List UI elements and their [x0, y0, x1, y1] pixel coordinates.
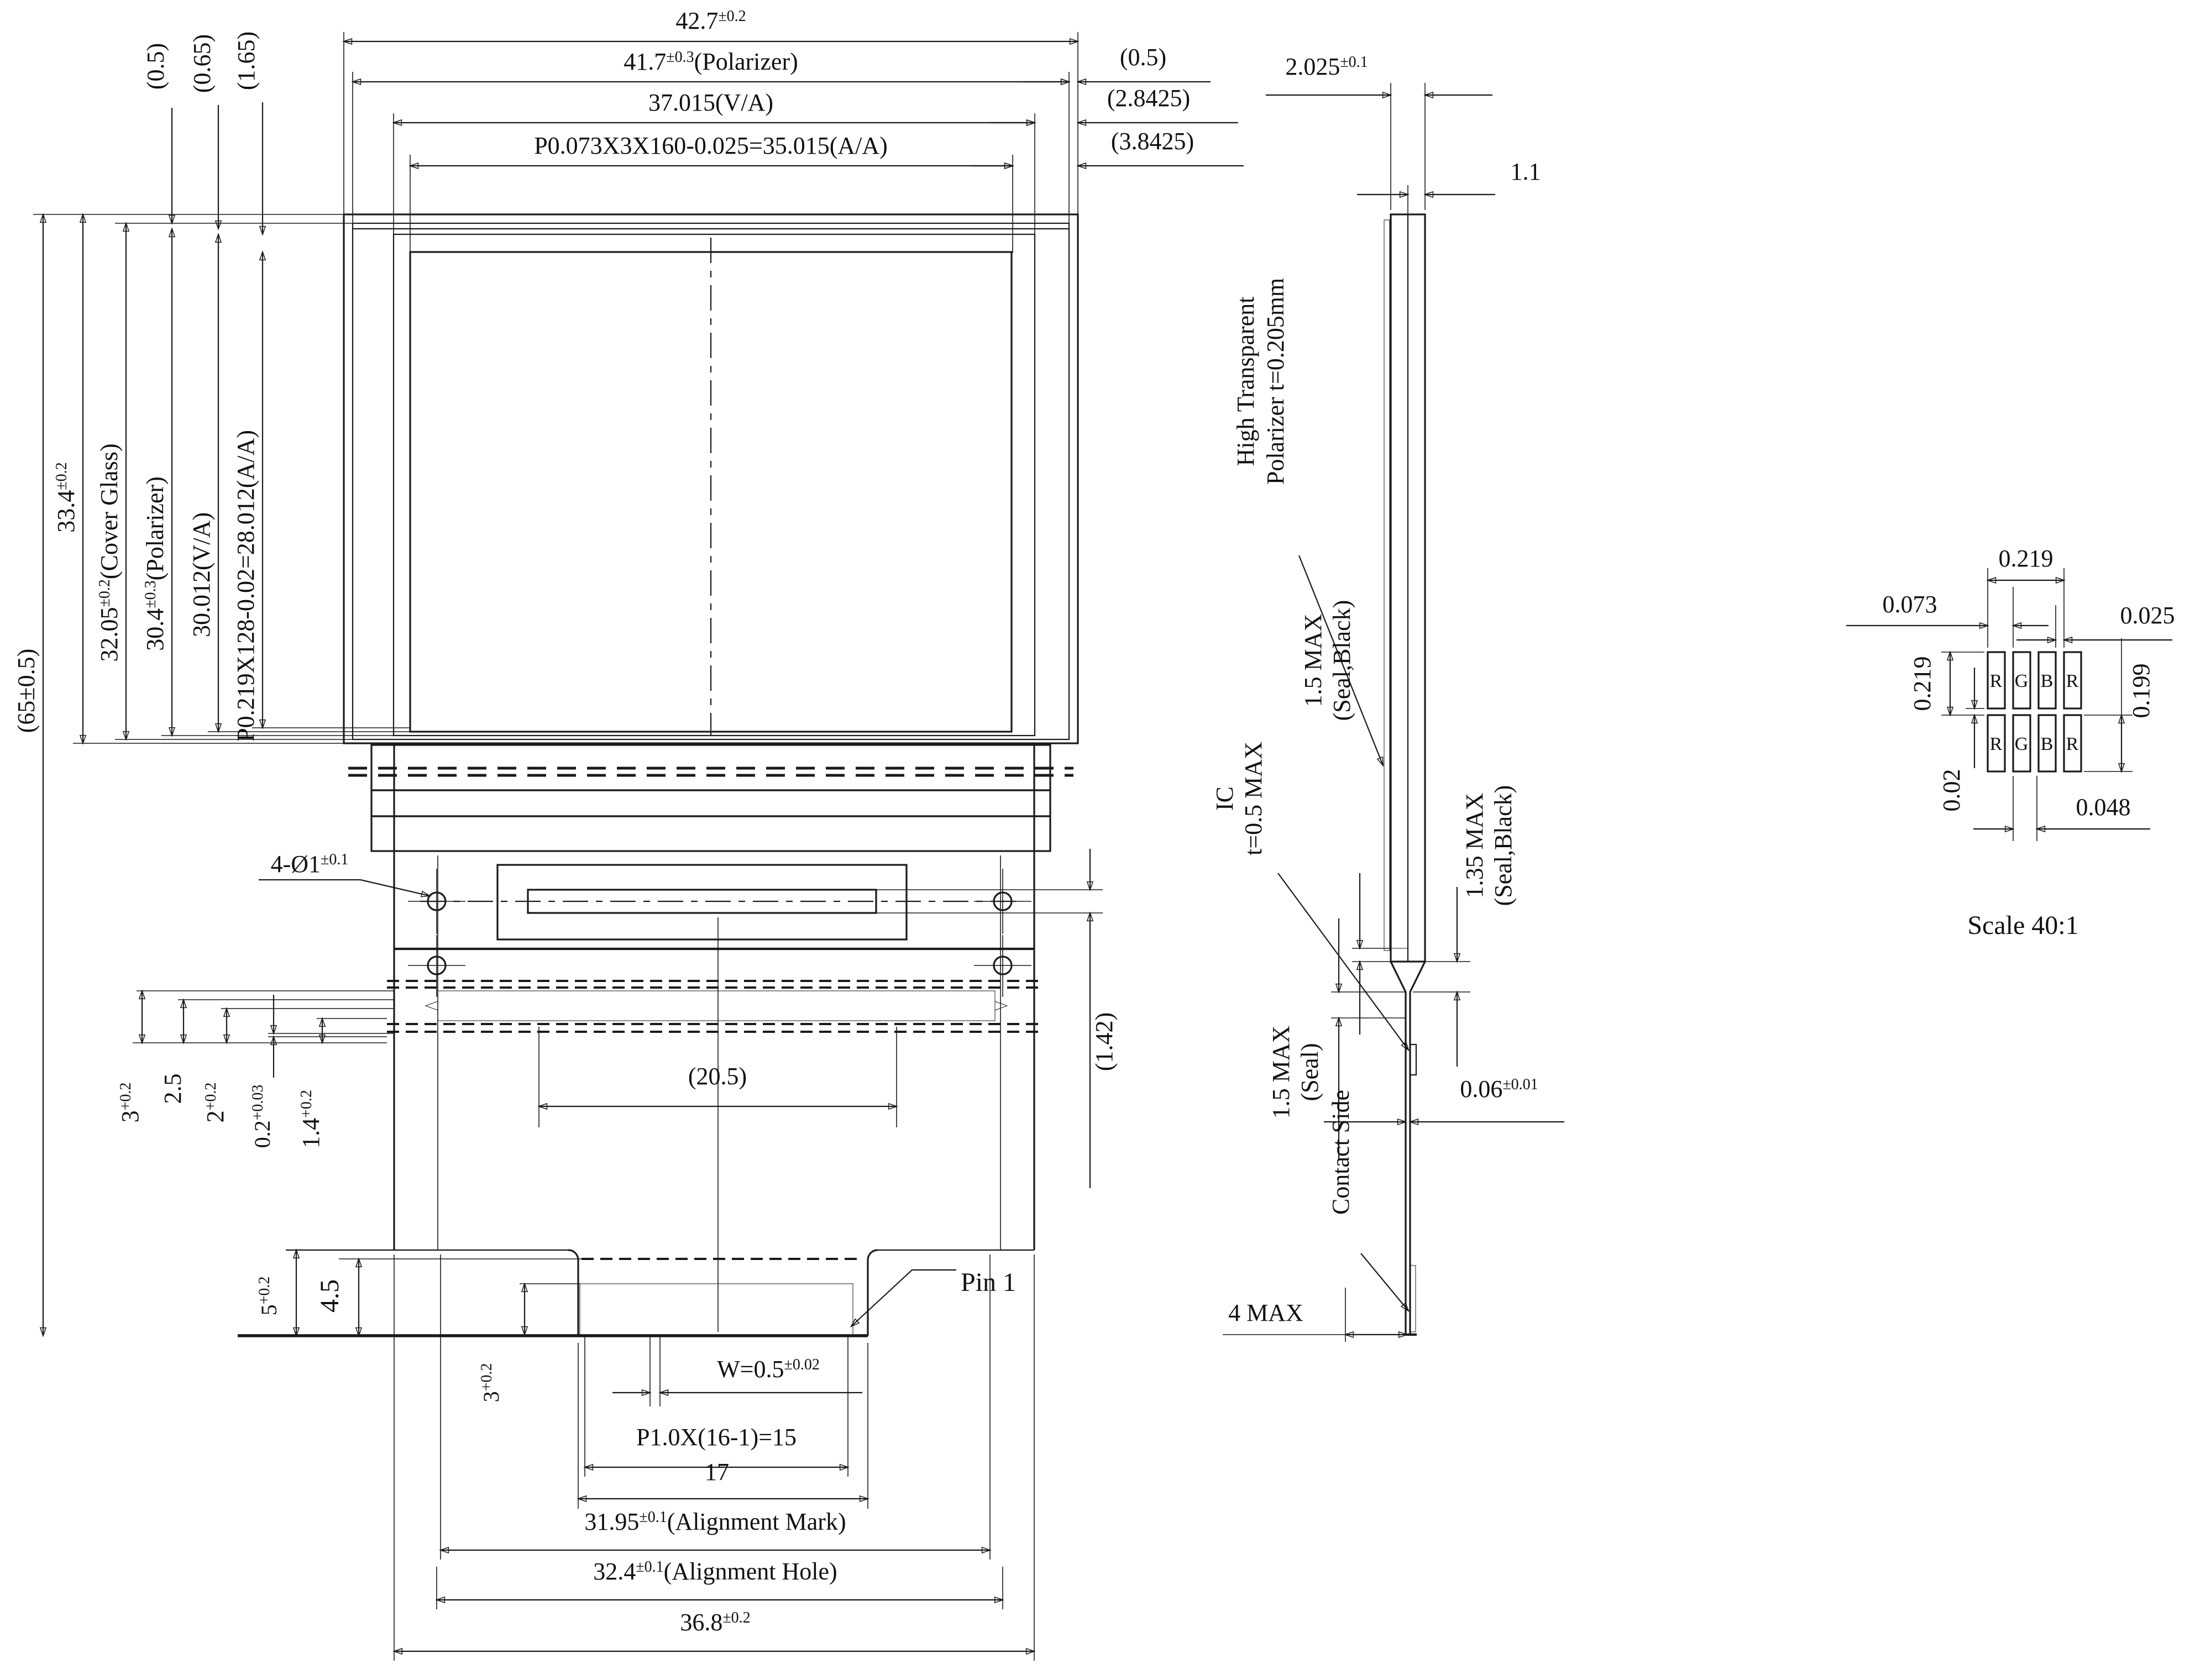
seal-band-cross — [370, 789, 1051, 817]
px-048-label: 0.048 — [2076, 794, 2131, 821]
dim-006-label: 0.06±0.01 — [1460, 1075, 1538, 1102]
alignment-hole-bottom-right — [974, 935, 1031, 997]
dim-17-label: 17 — [705, 1458, 729, 1485]
dim-427-label: 42.7±0.2 — [675, 7, 746, 34]
dim-142-label: (1.42) — [1091, 1012, 1118, 1071]
dim-368-label: 36.8±0.2 — [680, 1609, 750, 1636]
seal-black-section — [1390, 948, 1408, 962]
pin1-leader — [850, 1269, 956, 1327]
dim-pitch-label: P1.0X(16-1)=15 — [636, 1424, 797, 1451]
holes-callout-label: 4-Ø1±0.1 — [271, 851, 349, 878]
holes-callout-leader — [360, 879, 431, 897]
dim-334-label: 33.4±0.2 — [53, 462, 80, 532]
pad-strip-left-arrow — [425, 1001, 438, 1011]
tail-left-edge — [568, 1249, 579, 1336]
dim-2025-label: 2.025±0.1 — [1285, 53, 1368, 80]
dim-w-label: W=0.5±0.02 — [717, 1356, 820, 1383]
dim-37-label: 37.015(V/A) — [648, 89, 773, 116]
pixel-detail: R G B R R G B R 0.219 0.073 0.025 0.219 … — [1846, 545, 2175, 940]
dim-5-label: 5+0.2 — [256, 1277, 281, 1316]
alignment-hole-top-right — [974, 869, 1031, 934]
subpixel-b2: B — [2041, 734, 2053, 754]
side-view: 2.025±0.1 1.1 High Transparent Polarizer… — [1211, 53, 1564, 1342]
px-219-label: 0.219 — [1999, 545, 2053, 572]
polarizer-film-section — [1384, 219, 1390, 951]
ic-note-leader — [1277, 873, 1410, 1052]
polarizer-note-leader — [1298, 555, 1384, 767]
left-cluster-dims — [133, 989, 394, 1078]
ic-hatched-area — [496, 864, 908, 941]
px-002-label: 0.02 — [1938, 769, 1965, 812]
ic-note-line2: t=0.5 MAX — [1240, 742, 1267, 855]
seal135-label-2: (Seal,Black) — [1490, 785, 1517, 906]
dim-384-label: (3.8425) — [1111, 128, 1194, 155]
seal-top-label-2: (Seal,Black) — [1328, 600, 1355, 721]
seal135-label-1: 1.35 MAX — [1461, 793, 1488, 899]
subpixel-cells — [1987, 651, 2082, 773]
front-view: 4-Ø1±0.1 (1.42) 3+0.2 2.5 — [13, 7, 1244, 1661]
tail-pins — [579, 1283, 853, 1335]
px-199-label: 0.199 — [2128, 664, 2155, 718]
dim-304-label: 30.4±0.3(Polarizer) — [142, 476, 169, 651]
pin1-label: Pin 1 — [961, 1268, 1016, 1297]
dim-30012-label: 30.012(V/A) — [188, 512, 215, 637]
dim-2-label: 2+0.2 — [202, 1083, 229, 1123]
polarizer-outline — [352, 222, 1070, 741]
dim-2-5-label: 2.5 — [159, 1074, 186, 1104]
dim-45-label: 4.5 — [315, 1279, 344, 1313]
seal-bot-label-1: 1.5 MAX — [1267, 1026, 1295, 1119]
pixel-scale-label: Scale 40:1 — [1967, 911, 2078, 940]
dim-4max-label: 4 MAX — [1228, 1299, 1303, 1326]
tail-right-edge — [867, 1249, 878, 1336]
subpixel-r2b: R — [2066, 734, 2079, 754]
subpixel-r1b: R — [2066, 671, 2079, 691]
dim-0-2-label: 0.2+0.03 — [249, 1085, 275, 1148]
seal-top-label-1: 1.5 MAX — [1300, 614, 1327, 707]
dim-284-label: (2.8425) — [1107, 85, 1190, 112]
seal-band-lower — [370, 815, 1051, 852]
subpixel-g1: G — [2015, 671, 2029, 691]
offset-065-label: (0.65) — [188, 34, 216, 93]
contact-pad-section — [1410, 1265, 1416, 1332]
dim-417-label: 41.7±0.3(Polarizer) — [624, 48, 798, 75]
taper-right — [1409, 961, 1426, 1335]
subpixel-r1: R — [1990, 671, 2003, 691]
polarizer-note-line1: High Transparent — [1232, 297, 1259, 466]
contact-pad-strip — [437, 990, 996, 1021]
dim-205-label: (20.5) — [688, 1063, 747, 1090]
dim-05-label: (0.5) — [1120, 44, 1166, 71]
dim-35-label: P0.073X3X160-0.025=35.015(A/A) — [534, 132, 888, 159]
cover-glass-outline — [343, 213, 1079, 744]
px-025-label: 0.025 — [2120, 602, 2175, 629]
contact-side-leader — [1360, 1253, 1410, 1313]
dim-28012-label: P0.219X128-0.02=28.012(A/A) — [232, 430, 259, 742]
dim-3pin-label: 3+0.2 — [478, 1363, 504, 1403]
contact-side-label: Contact Side — [1327, 1090, 1354, 1215]
dim-hole-label: 32.4±0.1(Alignment Hole) — [593, 1558, 837, 1585]
pad-strip-right-arrow — [994, 1001, 1008, 1011]
dim-3-label: 3+0.2 — [117, 1083, 144, 1123]
px-219l-label: 0.219 — [1909, 657, 1936, 711]
polarizer-note-line2: Polarizer t=0.205mm — [1262, 278, 1289, 485]
subpixel-b1: B — [2041, 671, 2053, 691]
dim-3205-label: 32.05±0.2(Cover Glass) — [96, 444, 123, 662]
subpixel-r2: R — [1990, 734, 2003, 754]
dim-1-4-label: 1.4+0.2 — [297, 1090, 324, 1148]
offset-165-label: (1.65) — [233, 32, 260, 90]
seal-bot-label-2: (Seal) — [1296, 1043, 1323, 1101]
offset-05-label: (0.5) — [142, 43, 169, 90]
subpixel-g2: G — [2015, 734, 2029, 754]
dim-mark-label: 31.95±0.1(Alignment Mark) — [584, 1508, 846, 1535]
ic-note-line1: IC — [1211, 786, 1238, 811]
px-073-label: 0.073 — [1883, 591, 1937, 618]
dim-11-label: 1.1 — [1511, 158, 1541, 185]
top-extension-lines — [343, 32, 1078, 253]
ic-bump-section — [1409, 1043, 1417, 1076]
alignment-hole-top-left — [408, 869, 465, 934]
left-extension-lines — [33, 214, 410, 744]
dim-65-label: (65±0.5) — [13, 649, 40, 733]
viewing-area-outline — [392, 233, 1036, 737]
